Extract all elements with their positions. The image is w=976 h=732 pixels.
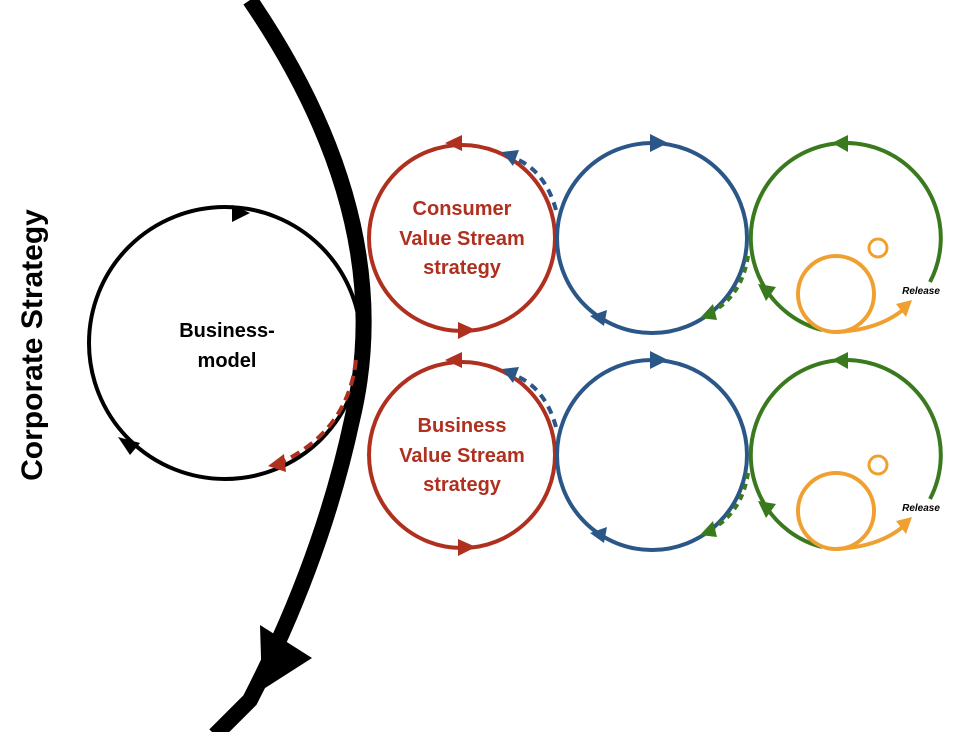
business-model-feedback-dashed — [281, 359, 358, 464]
red-arrow-bottom — [458, 539, 476, 556]
green-feedback-dashed — [710, 255, 750, 314]
business-strategy-line2: Value Stream — [399, 445, 525, 467]
blue-feedback-dashed — [513, 156, 558, 211]
corporate-arrowhead — [260, 625, 312, 690]
green-feedback-arrowhead — [700, 521, 717, 537]
business-strategy-cycle: Business Value Stream strategy — [367, 352, 557, 556]
business-blue-cycle — [555, 351, 749, 552]
business-green-cycle — [748, 352, 943, 549]
blue-feedback-arrowhead — [502, 367, 519, 383]
blue-arrow-top — [650, 351, 668, 369]
blue-feedback-dashed — [513, 373, 558, 428]
red-arrow-top — [445, 135, 462, 151]
row-consumer: Consumer Value Stream strategy Releas — [367, 134, 943, 339]
release-label: Release — [902, 503, 940, 514]
row-business: Business Value Stream strategy Release — [367, 351, 943, 556]
blue-feedback-arrowhead — [502, 150, 519, 166]
business-model-label-line1: Business- — [179, 320, 275, 342]
consumer-strategy-line2: Value Stream — [399, 228, 525, 250]
business-model-arrow-bottom — [118, 437, 140, 455]
release-arrowhead — [896, 517, 912, 534]
corporate-strategy-title: Corporate Strategy — [16, 209, 49, 481]
business-model-arrow-top — [232, 205, 250, 222]
business-strategy-line1: Business — [418, 415, 507, 437]
green-arrow-top — [832, 135, 848, 152]
corporate-strategy-arc — [209, 0, 372, 732]
green-arrow-side — [758, 501, 776, 518]
consumer-strategy-line3: strategy — [423, 257, 502, 279]
green-arrow-side — [758, 284, 776, 301]
blue-arrow-bottom — [590, 310, 607, 326]
red-arrow-bottom — [458, 322, 476, 339]
consumer-blue-cycle — [555, 134, 749, 335]
red-arrow-top — [445, 352, 462, 368]
consumer-strategy-cycle: Consumer Value Stream strategy — [367, 135, 557, 339]
blue-arrow-bottom — [590, 527, 607, 543]
blue-arrow-top — [650, 134, 668, 152]
business-model-cycle: Business- model — [87, 205, 363, 481]
green-feedback-arrowhead — [700, 304, 717, 320]
consumer-release-loop: Release — [796, 237, 940, 334]
business-model-feedback-arrowhead — [268, 454, 286, 472]
consumer-green-cycle — [748, 135, 943, 332]
business-release-loop: Release — [796, 454, 940, 551]
release-arrowhead — [896, 300, 912, 317]
business-model-label-line2: model — [198, 350, 257, 372]
green-feedback-dashed — [710, 472, 750, 531]
business-strategy-line3: strategy — [423, 474, 502, 496]
release-label: Release — [902, 286, 940, 297]
green-arrow-top — [832, 352, 848, 369]
consumer-strategy-line1: Consumer — [413, 198, 512, 220]
